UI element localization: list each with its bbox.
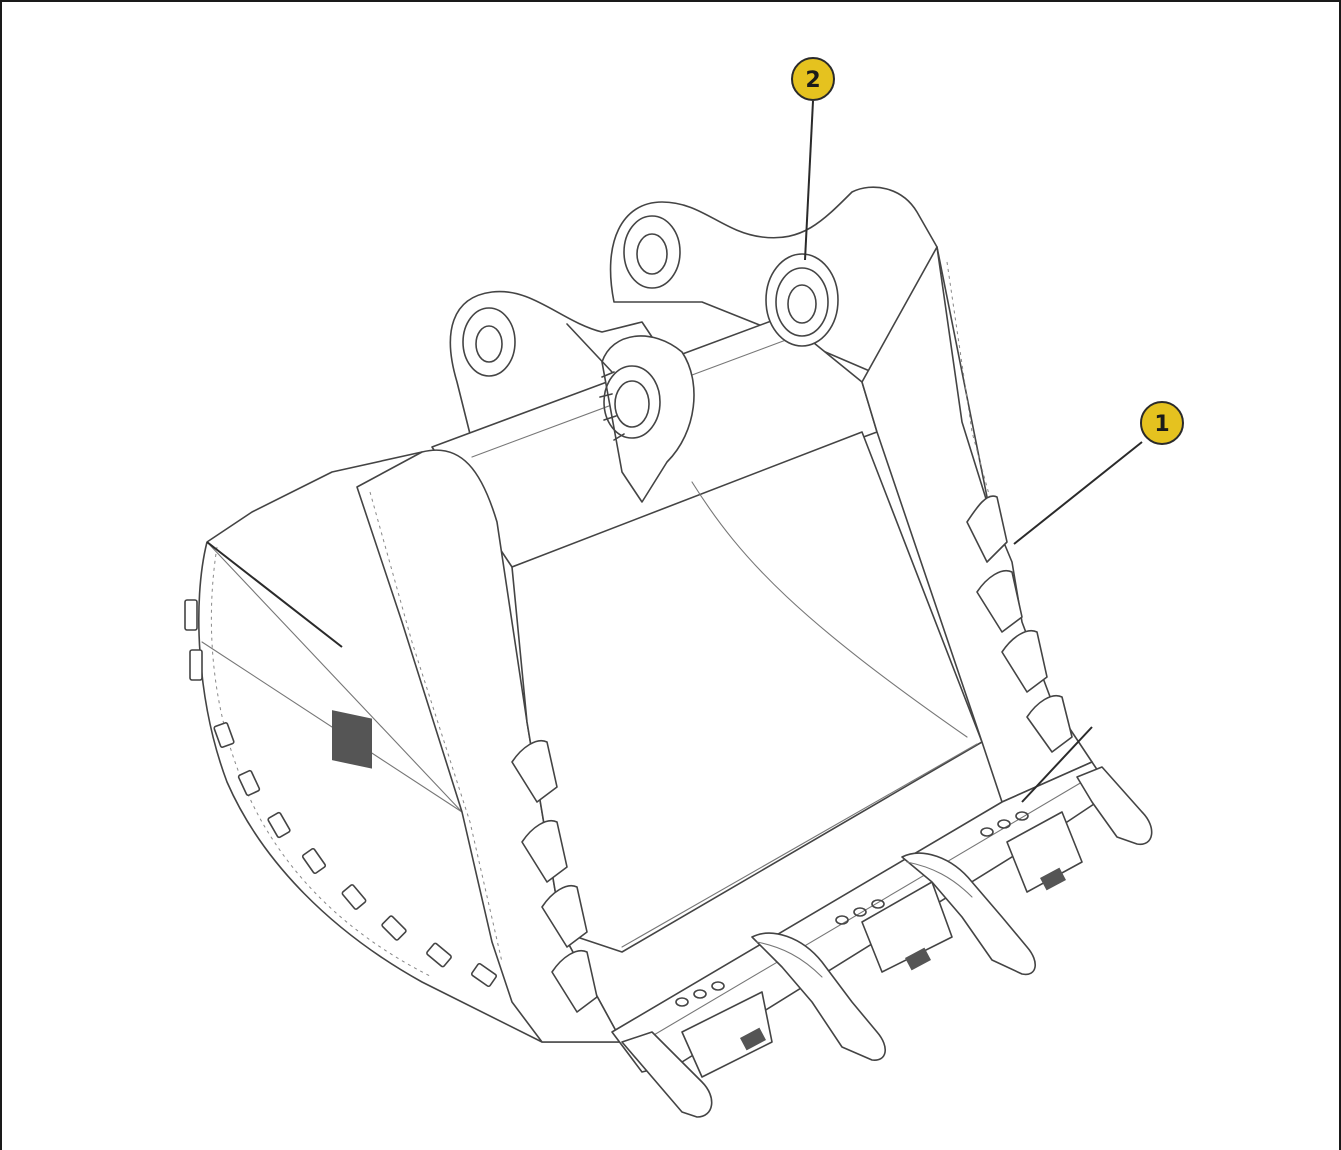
callout-1: 1 [1013, 401, 1184, 545]
logo-plate [332, 710, 372, 769]
callout-2-label: 2 [805, 68, 820, 93]
callout-2-leader [804, 100, 814, 261]
bucket-shell [184, 246, 1093, 1043]
callout-2: 2 [791, 57, 835, 261]
mounting-ears [431, 186, 1003, 568]
cutting-edge [611, 726, 1153, 1118]
callout-2-badge [791, 57, 835, 101]
callout-1-label: 1 [1154, 412, 1169, 437]
callout-1-leader [1013, 441, 1143, 545]
callout-1-badge [1140, 401, 1184, 445]
